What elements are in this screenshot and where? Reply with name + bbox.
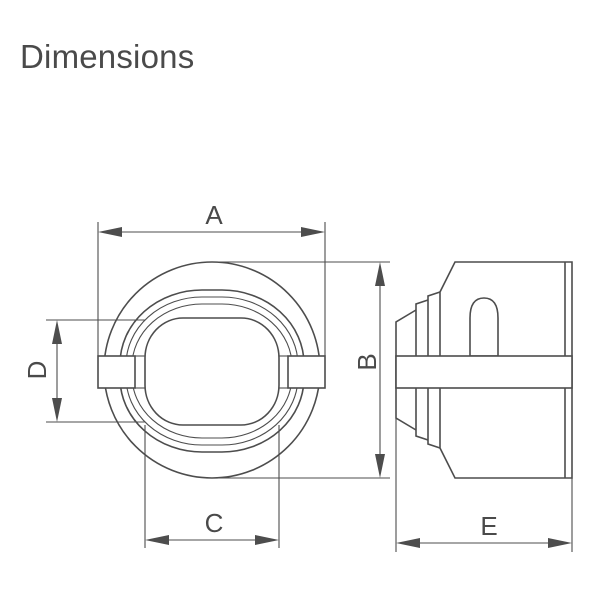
- front-inner-profile-rim: [131, 303, 293, 439]
- dimension-c: C: [145, 508, 279, 545]
- dimension-d-label: D: [22, 361, 52, 380]
- dimension-e-arrow-right: [548, 538, 572, 548]
- front-inner-profile-outer: [119, 289, 305, 453]
- dimension-b-arrow-top: [375, 262, 385, 286]
- dimension-b-label: B: [352, 353, 382, 370]
- front-view: [97, 261, 326, 479]
- extension-lines: [46, 222, 573, 552]
- front-central-opening: [144, 317, 280, 426]
- dimension-a-arrow-right: [301, 227, 325, 237]
- dimension-a: A: [98, 200, 325, 237]
- side-view: [395, 261, 573, 479]
- dimension-e-arrow-left: [396, 538, 420, 548]
- page-title: Dimensions: [20, 38, 195, 75]
- dimension-a-label: A: [205, 200, 223, 230]
- dimension-d: D: [22, 320, 62, 422]
- dimension-d-arrow-bottom: [52, 398, 62, 422]
- dimension-d-arrow-top: [52, 320, 62, 344]
- dimension-c-arrow-left: [145, 535, 169, 545]
- dimension-c-arrow-right: [255, 535, 279, 545]
- front-left-clip: [97, 355, 136, 389]
- dimension-b: B: [352, 262, 385, 478]
- side-clip-band: [395, 355, 573, 389]
- front-inner-profile-middle: [125, 296, 299, 446]
- dimension-a-arrow-left: [98, 227, 122, 237]
- dimension-b-arrow-bottom: [375, 454, 385, 478]
- front-right-clip: [287, 355, 326, 389]
- side-slot: [469, 297, 499, 357]
- dimension-c-label: C: [205, 508, 224, 538]
- dimension-e-label: E: [480, 511, 497, 541]
- dimension-e: E: [396, 511, 572, 548]
